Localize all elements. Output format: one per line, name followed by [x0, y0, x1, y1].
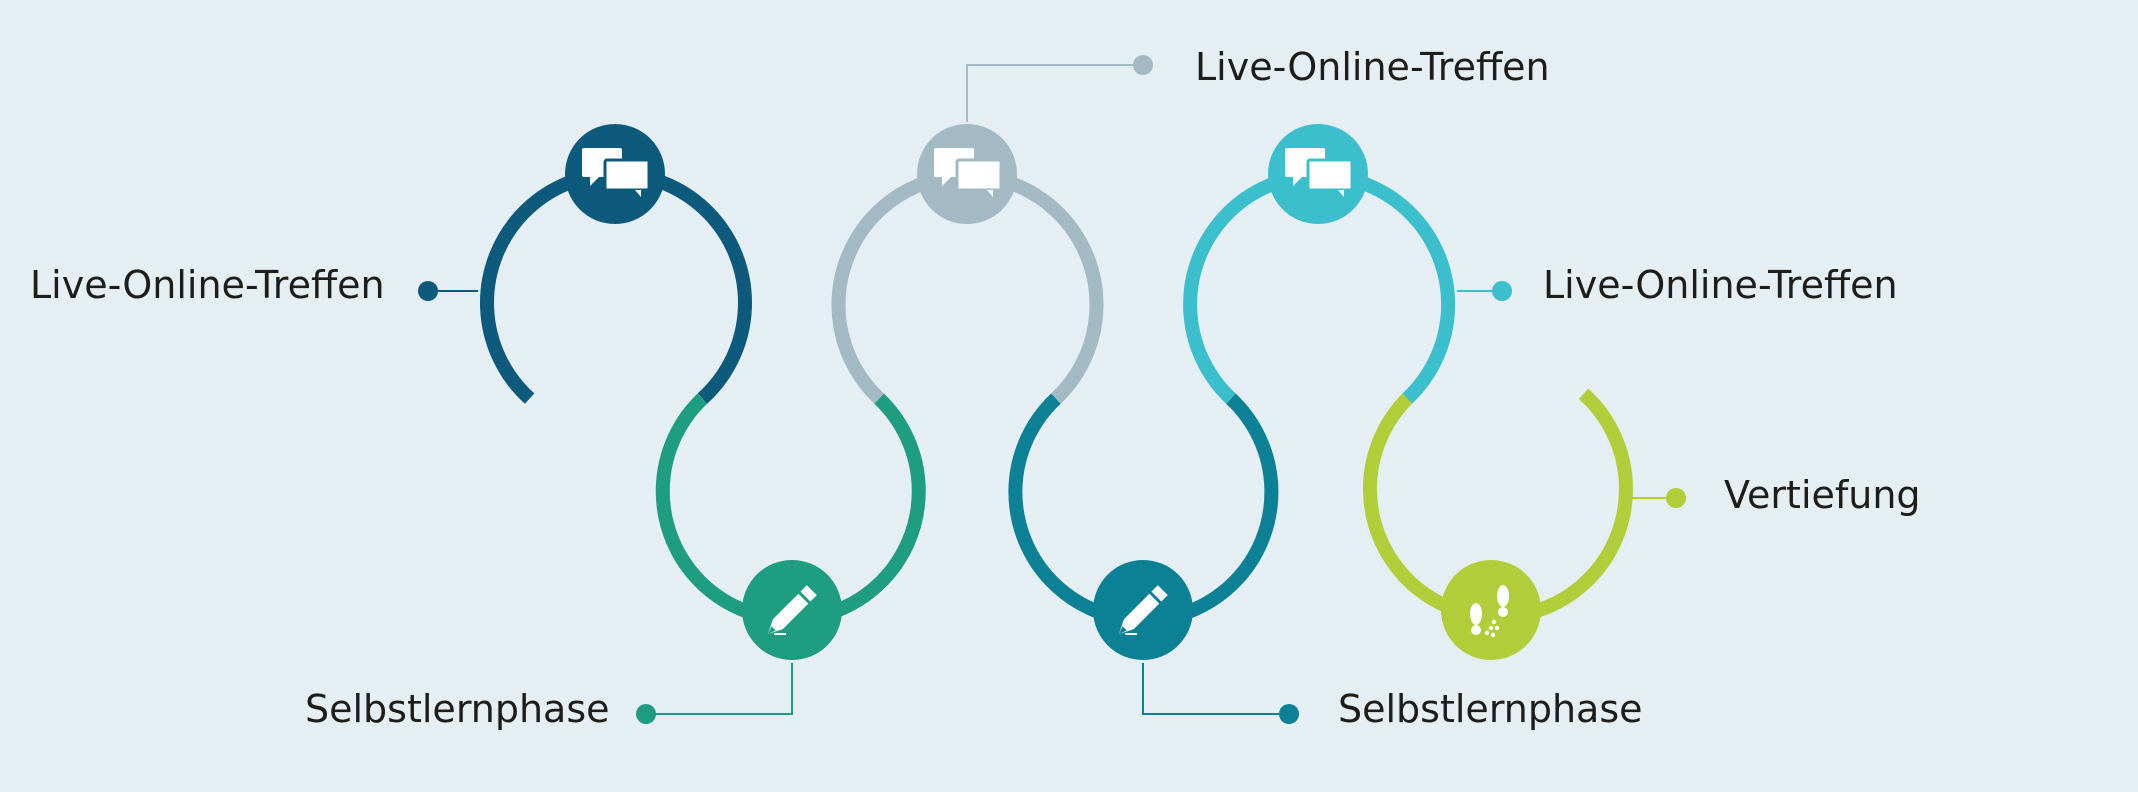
stage-label-6: Vertiefung [1724, 473, 1921, 517]
stage-node-1 [565, 124, 665, 224]
stage-node-3 [917, 124, 1017, 224]
connector-line-2 [646, 663, 793, 715]
stage-node-2 [742, 560, 842, 660]
node-circle [1441, 560, 1541, 660]
connector-dot-5 [1492, 281, 1512, 301]
stage-label-1: Live-Online-Treffen [30, 263, 385, 307]
connector-line-3 [966, 64, 1143, 122]
stage-label-4: Selbstlernphase [1338, 687, 1643, 731]
stage-node-5 [1268, 124, 1368, 224]
connector-dot-4 [1279, 704, 1299, 724]
connector-dot-3 [1133, 55, 1153, 75]
stage-node-6 [1441, 560, 1541, 660]
stage-label-2: Selbstlernphase [305, 687, 610, 731]
connector-dot-2 [636, 704, 656, 724]
connector-line-4 [1142, 663, 1289, 715]
connector-dot-6 [1666, 488, 1686, 508]
stage-node-4 [1093, 560, 1193, 660]
stage-label-5: Live-Online-Treffen [1543, 263, 1898, 307]
connector-dot-1 [418, 281, 438, 301]
stage-label-3: Live-Online-Treffen [1195, 45, 1550, 89]
